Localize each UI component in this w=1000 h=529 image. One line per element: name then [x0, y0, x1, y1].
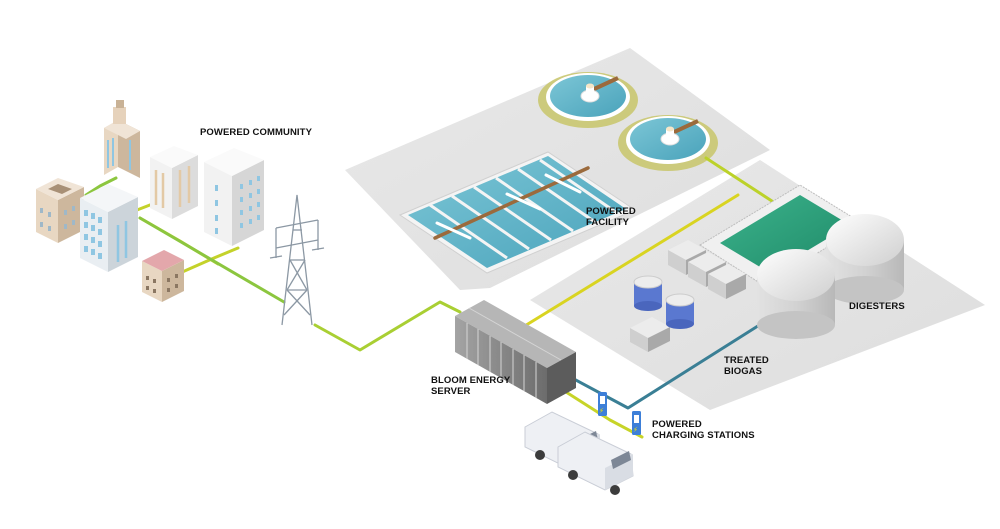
label-text: POWERED COMMUNITY	[200, 127, 313, 138]
building-tower-tan	[104, 100, 140, 178]
building-glass-blue	[80, 184, 138, 272]
label-text: SERVER	[431, 386, 471, 397]
label-powered-community: POWERED COMMUNITY	[200, 127, 312, 138]
label-powered-charging-stations: POWERED CHARGING STATIONS	[652, 419, 755, 441]
building-white-striped	[150, 146, 198, 219]
label-text: POWERED	[586, 206, 636, 217]
blue-tanks	[633, 275, 695, 329]
svg-text:⚡: ⚡	[633, 426, 638, 434]
building-small-pink-roof	[142, 250, 184, 302]
power-line-to-tower	[138, 216, 286, 304]
label-digesters: DIGESTERS	[849, 301, 905, 312]
aeration-basin	[398, 151, 637, 274]
digester-tank-back	[826, 214, 904, 304]
building-small-tan-left	[36, 178, 84, 243]
label-bloom-energy-server: BLOOM ENERGY SERVER	[431, 375, 510, 397]
label-text: BLOOM ENERGY	[431, 375, 511, 386]
label-text: CHARGING STATIONS	[652, 430, 755, 441]
clarifier-2	[618, 115, 718, 171]
power-line-server-to-facility	[508, 193, 740, 337]
equipment-boxes	[630, 240, 746, 352]
digester-tank-front	[757, 249, 835, 339]
power-line-tower-to-server	[313, 300, 462, 352]
electric-van-2	[557, 431, 634, 495]
building-white-tall	[204, 148, 264, 246]
label-text: BIOGAS	[724, 366, 763, 377]
label-text: DIGESTERS	[849, 301, 905, 312]
clarifier-1	[538, 72, 638, 128]
transmission-tower	[269, 194, 325, 326]
power-line-community-4	[178, 246, 240, 275]
label-treated-biogas: TREATED BIOGAS	[724, 355, 769, 377]
charging-station-2: ⚡	[632, 411, 641, 435]
bloom-energy-server	[455, 300, 576, 404]
label-text: TREATED	[724, 355, 769, 366]
biogas-line	[570, 310, 782, 410]
power-line-clarifier-to-digester	[704, 156, 780, 207]
svg-text:⚡: ⚡	[599, 407, 604, 415]
label-text: POWERED	[652, 419, 702, 430]
label-text: FACILITY	[586, 217, 630, 228]
power-line-community-1	[84, 176, 118, 197]
charging-station-1: ⚡	[598, 392, 607, 416]
label-powered-facility: POWERED FACILITY	[586, 206, 636, 228]
power-line-server-to-charging	[564, 390, 644, 439]
